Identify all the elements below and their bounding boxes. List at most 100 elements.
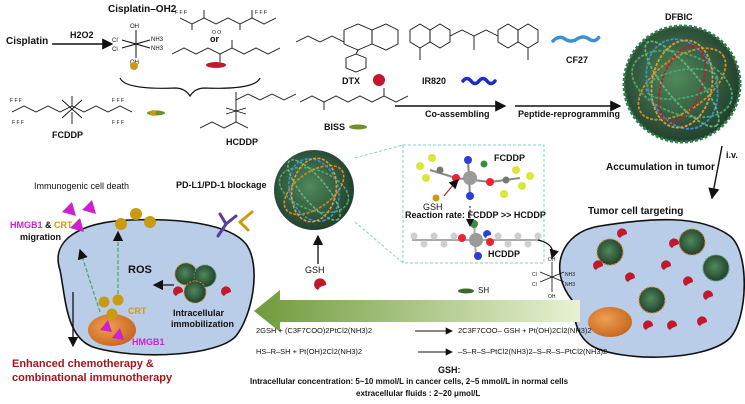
hcddp-structure <box>199 92 297 129</box>
perfluoro-anhydride-structure: F F F F F F O O <box>175 10 277 36</box>
h2o2-label: H2O2 <box>70 30 94 40</box>
co-assembling-label: Co-assembling <box>425 109 490 119</box>
or-label: or <box>210 34 219 44</box>
fcddp-label: FCDDP <box>52 130 83 140</box>
ir820-label: IR820 <box>422 76 447 86</box>
outcome-line1: Enhanced chemotherapy & <box>12 358 154 370</box>
immobilization-label: immobilization <box>171 319 234 329</box>
gsh-info-line1: Intracellular concentration: 5~10 mmol/L… <box>250 377 569 386</box>
dfbic-label: DFBIC <box>665 12 693 22</box>
center-gsh-pacman <box>314 278 327 290</box>
eq1-right: 2C3F7COO– GSH + Pt(OH)2Cl2(NH3)2 <box>458 326 592 335</box>
fcddp-3d-model <box>416 154 534 200</box>
svg-text:OH: OH <box>548 294 556 300</box>
hexanoic-anhydride-structure <box>171 40 281 62</box>
cell-nanoparticle-cluster <box>174 262 217 304</box>
svg-text:Cl: Cl <box>112 38 118 44</box>
icd-label: Immunogenic cell death <box>34 181 130 191</box>
cisplatin-oh2-ball <box>130 62 138 70</box>
panel-gsh-ball <box>432 194 440 202</box>
ros-label: ROS <box>128 264 152 276</box>
gsh-green-arrow <box>254 290 580 332</box>
biss-green-capsule <box>349 124 367 130</box>
ir820-structure <box>409 23 539 60</box>
svg-text:NH3: NH3 <box>565 272 575 278</box>
ir820-blue-squiggle <box>461 76 497 86</box>
pdl1-label: PD-L1/PD-1 blockage <box>176 180 267 190</box>
crt-label: CRT <box>128 306 147 316</box>
svg-text:Cl: Cl <box>112 47 118 53</box>
and-label: & <box>45 220 52 230</box>
migration-arrow-left <box>77 248 101 313</box>
hcddp-label: HCDDP <box>226 137 259 147</box>
biss-label: BISS <box>324 122 346 132</box>
tumor-targeting-label: Tumor cell targeting <box>588 206 684 217</box>
peptide-reprogramming-label: Peptide-reprogramming <box>518 109 621 119</box>
panel-gsh-label: GSH <box>423 202 443 212</box>
svg-text:F F F: F F F <box>175 10 187 16</box>
crt-balls <box>98 294 124 320</box>
hcddp-3d-model <box>410 220 542 260</box>
cisplatin-label: Cisplatin <box>6 36 49 47</box>
cf27-peptide <box>551 35 601 43</box>
extracellular-hmgb1 <box>62 200 96 232</box>
center-gsh-label: GSH <box>305 265 325 275</box>
dtx-structure <box>295 23 399 73</box>
svg-text:F F F: F F F <box>112 98 124 104</box>
iv-arrow <box>708 145 723 200</box>
svg-text:F F F: F F F <box>255 10 267 16</box>
fcddp-structure: F F F F F F F F F F F F <box>10 96 133 126</box>
dtx-red-ball <box>373 74 385 86</box>
crt-top-label: CRT <box>54 220 73 230</box>
reaction-rate-label: Reaction rate: FCDDP >> HCDDP <box>405 210 546 220</box>
dfbic-nanoparticle <box>622 24 742 144</box>
panel-connector-bottom <box>354 221 404 264</box>
outcome-line2: combinational immunotherapy <box>12 372 173 384</box>
svg-text:NH3: NH3 <box>151 37 164 43</box>
eq2-right: –S–R–S–PtCl2(NH3)2–S–R–S–PtCl2(NH3)2– <box>458 347 612 356</box>
migration-text: HMGB1 & CRT <box>10 220 73 230</box>
iv-label: i.v. <box>726 150 738 160</box>
eq1-left: 2GSH + (C3F7COO)2PtCl2(NH3)2 <box>256 326 373 335</box>
svg-text:Cl: Cl <box>532 282 537 288</box>
panel-hcddp-label: HCDDP <box>488 249 521 259</box>
panel-connector-top <box>354 144 404 159</box>
accumulation-label: Accumulation in tumor <box>606 162 715 173</box>
pd-l1-antibody <box>216 210 254 238</box>
biss-structure <box>299 88 409 110</box>
svg-text:NH3: NH3 <box>565 282 575 288</box>
merge-brace <box>119 77 261 98</box>
fcddp-glyph <box>147 110 165 116</box>
svg-text:Cl: Cl <box>532 272 537 278</box>
tumor-gsh-markers <box>593 228 714 330</box>
svg-text:OH: OH <box>548 257 556 263</box>
cisplatin-oh2-label: Cisplatin–OH2 <box>108 4 177 15</box>
panel-to-product-arrow <box>537 239 559 260</box>
hmgb1-triangles-inner <box>100 320 124 340</box>
migration-label: migration <box>20 232 62 242</box>
cisplatin-oh2-structure: OH OH Cl Cl NH3 NH3 <box>112 24 164 66</box>
cell-gsh-markers <box>173 286 232 296</box>
panel-fcddp-label: FCDDP <box>494 153 525 163</box>
intracellular-label: Intracellular <box>173 308 225 318</box>
pt-oh2-product: OH OH Cl Cl NH3 NH3 <box>532 257 575 300</box>
svg-text:O O: O O <box>212 30 221 36</box>
svg-text:OH: OH <box>130 24 139 30</box>
gsh-info-line2: extracellular fluids : 2~20 μmol/L <box>356 389 481 398</box>
gsh-info-title: GSH: <box>438 365 461 375</box>
svg-text:NH3: NH3 <box>151 46 164 52</box>
dtx-label: DTX <box>342 76 360 86</box>
cf27-label: CF27 <box>566 55 589 65</box>
gsh-pacman-panel <box>483 230 492 238</box>
sh-label: SH <box>478 286 490 295</box>
biss-thiol-capsule <box>458 288 474 294</box>
svg-text:F F F: F F F <box>10 98 22 104</box>
svg-text:F F F: F F F <box>12 120 24 126</box>
hcddp-red-capsule <box>206 62 226 68</box>
gsh-attack-arrow <box>443 179 459 197</box>
hmgb1-label: HMGB1 <box>132 337 165 347</box>
svg-text:F F F: F F F <box>112 120 124 126</box>
hmgb1-top-label: HMGB1 <box>10 220 43 230</box>
eq2-left: HS–R–SH + Pt(OH)2Cl2(NH3)2 <box>256 347 363 356</box>
